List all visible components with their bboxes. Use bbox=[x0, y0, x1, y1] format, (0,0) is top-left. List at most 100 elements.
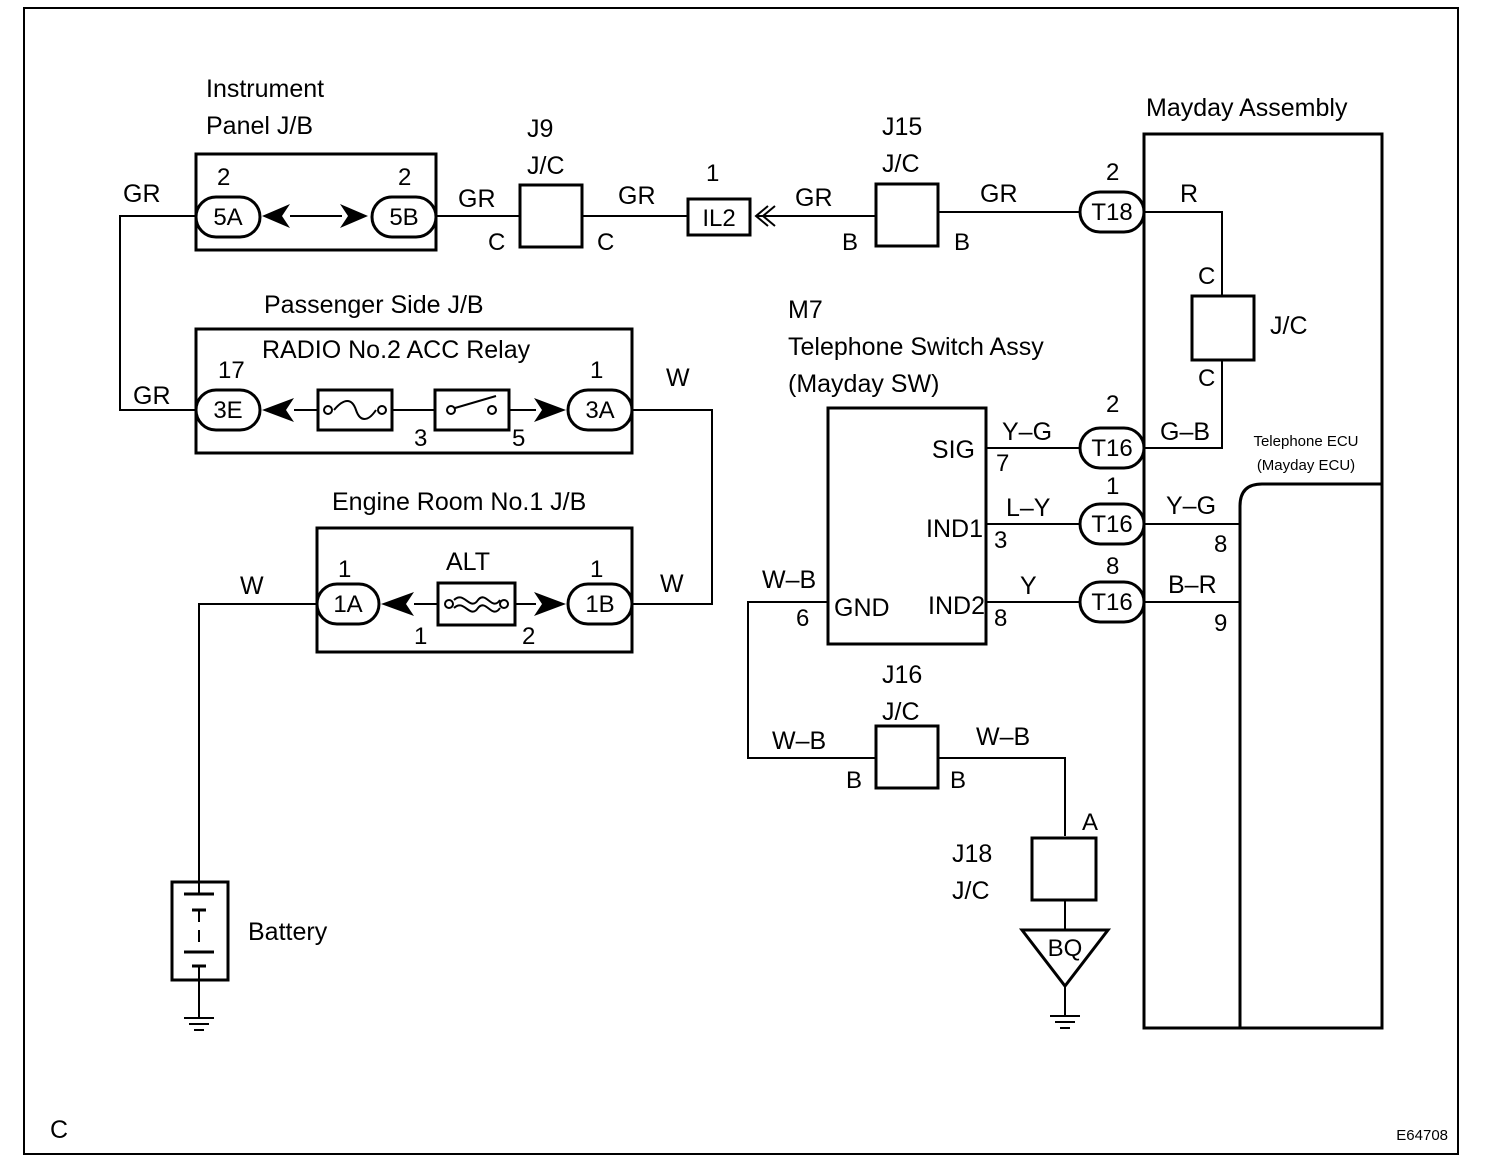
jc-j18: A J18 J/C bbox=[952, 809, 1098, 905]
wire-label-gr: GR bbox=[133, 382, 171, 410]
jc-j15: J15 J/C B B bbox=[842, 113, 970, 256]
telephone-ecu-label: Telephone ECU bbox=[1253, 433, 1358, 450]
mayday-assembly-title: Mayday Assembly bbox=[1146, 94, 1348, 122]
fuse-pin-1: 1 bbox=[414, 623, 427, 650]
j9-name: J9 bbox=[527, 115, 553, 143]
jc-j16: J16 J/C B B bbox=[846, 661, 966, 794]
gnd-pin: 6 bbox=[796, 605, 809, 632]
j18-type: J/C bbox=[952, 877, 990, 905]
connector-5a: 5A bbox=[213, 204, 242, 231]
connector-arrow-icon bbox=[534, 592, 566, 616]
connector-t16: T16 bbox=[1091, 511, 1132, 538]
connector-arrow-icon bbox=[340, 204, 368, 228]
pin-5a: 2 bbox=[217, 164, 230, 191]
radio-relay-name: RADIO No.2 ACC Relay bbox=[262, 336, 531, 364]
wire-label-w-b: W–B bbox=[976, 723, 1030, 751]
terminal-gnd: GND bbox=[834, 594, 890, 622]
relay-pin-5: 5 bbox=[512, 425, 525, 452]
j16-type: J/C bbox=[882, 698, 920, 726]
connector-t18: T18 bbox=[1091, 199, 1132, 226]
mayday-jc-label: J/C bbox=[1270, 312, 1308, 340]
instrument-panel-jb-title-2: Panel J/B bbox=[206, 112, 313, 140]
il2-label: IL2 bbox=[702, 205, 735, 232]
terminal-sig: SIG bbox=[932, 436, 975, 464]
j9-pin-right: C bbox=[597, 229, 614, 256]
pin-1a: 1 bbox=[338, 556, 351, 583]
wire-label-gr: GR bbox=[618, 182, 656, 210]
ecu-pin-8: 8 bbox=[1214, 531, 1227, 558]
j18-name: J18 bbox=[952, 840, 992, 868]
j16-name: J16 bbox=[882, 661, 922, 689]
ecu-pin-9: 9 bbox=[1214, 610, 1227, 637]
connector-il2: 1 IL2 bbox=[686, 160, 776, 237]
jc-j9: J9 J/C C C bbox=[488, 115, 614, 256]
connector-arrow-icon bbox=[381, 592, 414, 616]
wire-label-w: W bbox=[666, 364, 690, 392]
j18-pin: A bbox=[1082, 809, 1098, 836]
passenger-side-jb: Passenger Side J/B RADIO No.2 ACC Relay … bbox=[194, 291, 634, 455]
wire-label-w: W bbox=[240, 572, 264, 600]
engine-room-jb: Engine Room No.1 J/B ALT 1 1 1A 1B 1 2 bbox=[315, 488, 634, 654]
connector-arrow-icon bbox=[534, 398, 566, 422]
engine-room-jb-title: Engine Room No.1 J/B bbox=[332, 488, 586, 516]
connector-t16: T16 bbox=[1091, 435, 1132, 462]
terminal-ind1: IND1 bbox=[926, 515, 983, 543]
wire-label-l-y: L–Y bbox=[1006, 494, 1051, 522]
wire-label-gr: GR bbox=[980, 180, 1018, 208]
connector-1a: 1A bbox=[333, 591, 362, 618]
t18-pin: 2 bbox=[1106, 159, 1119, 186]
passenger-side-jb-title: Passenger Side J/B bbox=[264, 291, 484, 319]
j16-pin-left: B bbox=[846, 767, 862, 794]
mayday-jc-pin-top: C bbox=[1198, 263, 1215, 290]
j9-pin-left: C bbox=[488, 229, 505, 256]
relay-pin-3: 3 bbox=[414, 425, 427, 452]
figure-code: E64708 bbox=[1396, 1127, 1448, 1144]
ground-icon bbox=[184, 1017, 214, 1031]
instrument-panel-jb: Instrument Panel J/B 2 2 5A 5B bbox=[194, 75, 438, 252]
sig-pin: 7 bbox=[996, 450, 1009, 477]
pin-5b: 2 bbox=[398, 164, 411, 191]
connector-arrow-icon bbox=[262, 398, 294, 422]
page-frame bbox=[23, 7, 1459, 1155]
wire-label-gr: GR bbox=[795, 184, 833, 212]
wire-label-y-g: Y–G bbox=[1002, 418, 1052, 446]
t16-pin-ind1: 1 bbox=[1106, 473, 1119, 500]
ground-icon bbox=[1050, 1015, 1080, 1029]
battery-label: Battery bbox=[248, 918, 328, 946]
connector-3a: 3A bbox=[585, 397, 614, 424]
connector-t16: T16 bbox=[1091, 589, 1132, 616]
j16-pin-right: B bbox=[950, 767, 966, 794]
telephone-switch-m7: M7 Telephone Switch Assy (Mayday SW) SIG… bbox=[788, 296, 1044, 646]
wire-label-y: Y bbox=[1020, 572, 1037, 600]
telephone-ecu-box bbox=[1238, 482, 1382, 1028]
connector-arrow-icon bbox=[262, 204, 290, 228]
j15-type: J/C bbox=[882, 150, 920, 178]
j15-name: J15 bbox=[882, 113, 922, 141]
m7-name: Telephone Switch Assy bbox=[788, 333, 1044, 361]
wire-label-b-r: B–R bbox=[1168, 571, 1217, 599]
wire-label-w: W bbox=[660, 570, 684, 598]
ind2-pin: 8 bbox=[994, 605, 1007, 632]
instrument-panel-jb-title-1: Instrument bbox=[206, 75, 324, 103]
corner-letter: C bbox=[50, 1116, 68, 1144]
telephone-ecu-sublabel: (Mayday ECU) bbox=[1257, 457, 1355, 474]
pin-3e: 17 bbox=[218, 357, 245, 384]
mayday-assembly: Mayday Assembly 2 T18 R C J/C C G–B 2 T1… bbox=[1078, 94, 1384, 1030]
wire-label-w-b: W–B bbox=[762, 566, 816, 594]
wire-label-gr: GR bbox=[458, 185, 496, 213]
j15-pin-right: B bbox=[954, 229, 970, 256]
terminal-ind2: IND2 bbox=[928, 592, 985, 620]
m7-code: M7 bbox=[788, 296, 823, 324]
alt-fusible-link bbox=[436, 581, 517, 627]
pin-1b: 1 bbox=[590, 556, 603, 583]
battery: Battery bbox=[170, 880, 328, 1031]
ind1-pin: 3 bbox=[994, 527, 1007, 554]
connector-3e: 3E bbox=[213, 397, 242, 424]
pin-3a: 1 bbox=[590, 357, 603, 384]
il2-pin: 1 bbox=[706, 160, 719, 187]
t16-pin-ind2: 8 bbox=[1106, 553, 1119, 580]
j15-pin-left: B bbox=[842, 229, 858, 256]
j9-type: J/C bbox=[527, 152, 565, 180]
wire-label-r: R bbox=[1180, 180, 1198, 208]
ground-point-bq: BQ bbox=[1018, 928, 1112, 989]
